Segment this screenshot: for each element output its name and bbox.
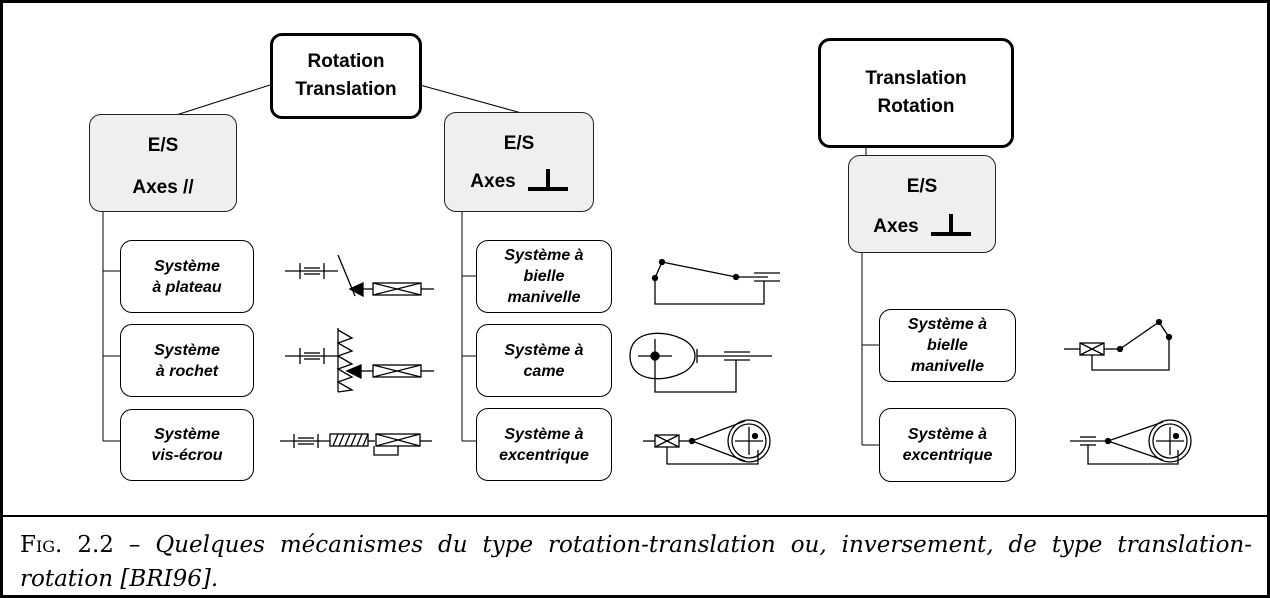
system-line: bielle bbox=[523, 268, 565, 285]
es-label: E/S bbox=[503, 133, 535, 154]
system-line: Système à bbox=[504, 247, 584, 264]
es-axes-label: Axes bbox=[873, 216, 919, 237]
system-line: à plateau bbox=[152, 278, 222, 296]
root-line: Translation bbox=[865, 68, 967, 89]
system-line: Système bbox=[154, 257, 220, 275]
caption-separator bbox=[0, 515, 1270, 517]
system-line: manivelle bbox=[507, 289, 581, 306]
figure-caption: Fig. 2.2 – Quelques mécanismes du type r… bbox=[20, 528, 1252, 596]
system-line: Système bbox=[154, 341, 220, 359]
system-line: Système bbox=[154, 426, 220, 443]
system-box-rochet: Système à rochet bbox=[120, 324, 254, 397]
diagram-connectors bbox=[102, 84, 1192, 465]
came-mechanism-symbol bbox=[629, 332, 772, 393]
root-line: Rotation bbox=[877, 96, 955, 117]
system-box-bielle-manivelle-1: Système à bielle manivelle bbox=[476, 240, 612, 313]
system-line: Système à bbox=[504, 425, 584, 443]
system-line: excentrique bbox=[499, 446, 589, 464]
system-line: Système à bbox=[907, 426, 988, 443]
es-box-axes-parallel: E/S Axes // bbox=[89, 114, 237, 212]
connector-root1-es2 bbox=[419, 84, 526, 115]
plateau-mechanism-symbol bbox=[285, 254, 434, 298]
root-box-rotation-translation: Rotation Translation bbox=[270, 33, 422, 119]
perpendicular-icon bbox=[930, 213, 971, 236]
es-box-axes-perpendicular-2: E/S Axes bbox=[848, 155, 996, 253]
figure-label: Fig. 2.2 – bbox=[20, 532, 141, 558]
system-box-plateau: Système à plateau bbox=[120, 240, 254, 313]
system-line: à rochet bbox=[155, 362, 219, 380]
es-box-axes-perpendicular-1: E/S Axes bbox=[444, 112, 594, 212]
caption-text: Quelques mécanismes du type rotation-tra… bbox=[20, 532, 1253, 592]
system-line: excentrique bbox=[902, 447, 993, 464]
system-box-vis-ecrou: Système vis-écrou bbox=[120, 409, 254, 481]
system-box-excentrique-2: Système à excentrique bbox=[879, 408, 1016, 482]
es-axes-label: Axes bbox=[470, 171, 516, 192]
root-line: Translation bbox=[295, 79, 397, 100]
es-axes-row: Axes bbox=[445, 168, 593, 193]
excentrique-symbol-2 bbox=[1070, 419, 1192, 465]
system-line: Système à bbox=[907, 316, 988, 333]
es-label: E/S bbox=[147, 135, 179, 156]
system-box-bielle-manivelle-2: Système à bielle manivelle bbox=[879, 309, 1016, 382]
system-line: vis-écrou bbox=[151, 447, 223, 464]
system-box-came: Système à came bbox=[476, 324, 612, 397]
es-axes-row: Axes bbox=[849, 213, 995, 238]
perpendicular-icon bbox=[527, 168, 568, 191]
system-box-excentrique-1: Système à excentrique bbox=[476, 408, 612, 481]
system-line: Système à bbox=[504, 341, 584, 359]
system-line: bielle bbox=[927, 337, 968, 354]
excentrique-symbol-1 bbox=[643, 419, 771, 465]
bielle-manivelle-symbol-2 bbox=[1064, 318, 1173, 371]
root-box-translation-rotation: Translation Rotation bbox=[818, 38, 1014, 148]
es-axes-label: Axes // bbox=[132, 177, 194, 198]
bielle-manivelle-symbol-1 bbox=[651, 258, 780, 305]
root-line: Rotation bbox=[307, 51, 385, 72]
system-line: came bbox=[523, 362, 565, 380]
system-line: manivelle bbox=[911, 358, 984, 375]
vis-ecrou-mechanism-symbol bbox=[280, 433, 432, 456]
connector-root1-es1 bbox=[169, 84, 271, 118]
rochet-mechanism-symbol bbox=[285, 328, 434, 393]
es-label: E/S bbox=[906, 176, 938, 197]
